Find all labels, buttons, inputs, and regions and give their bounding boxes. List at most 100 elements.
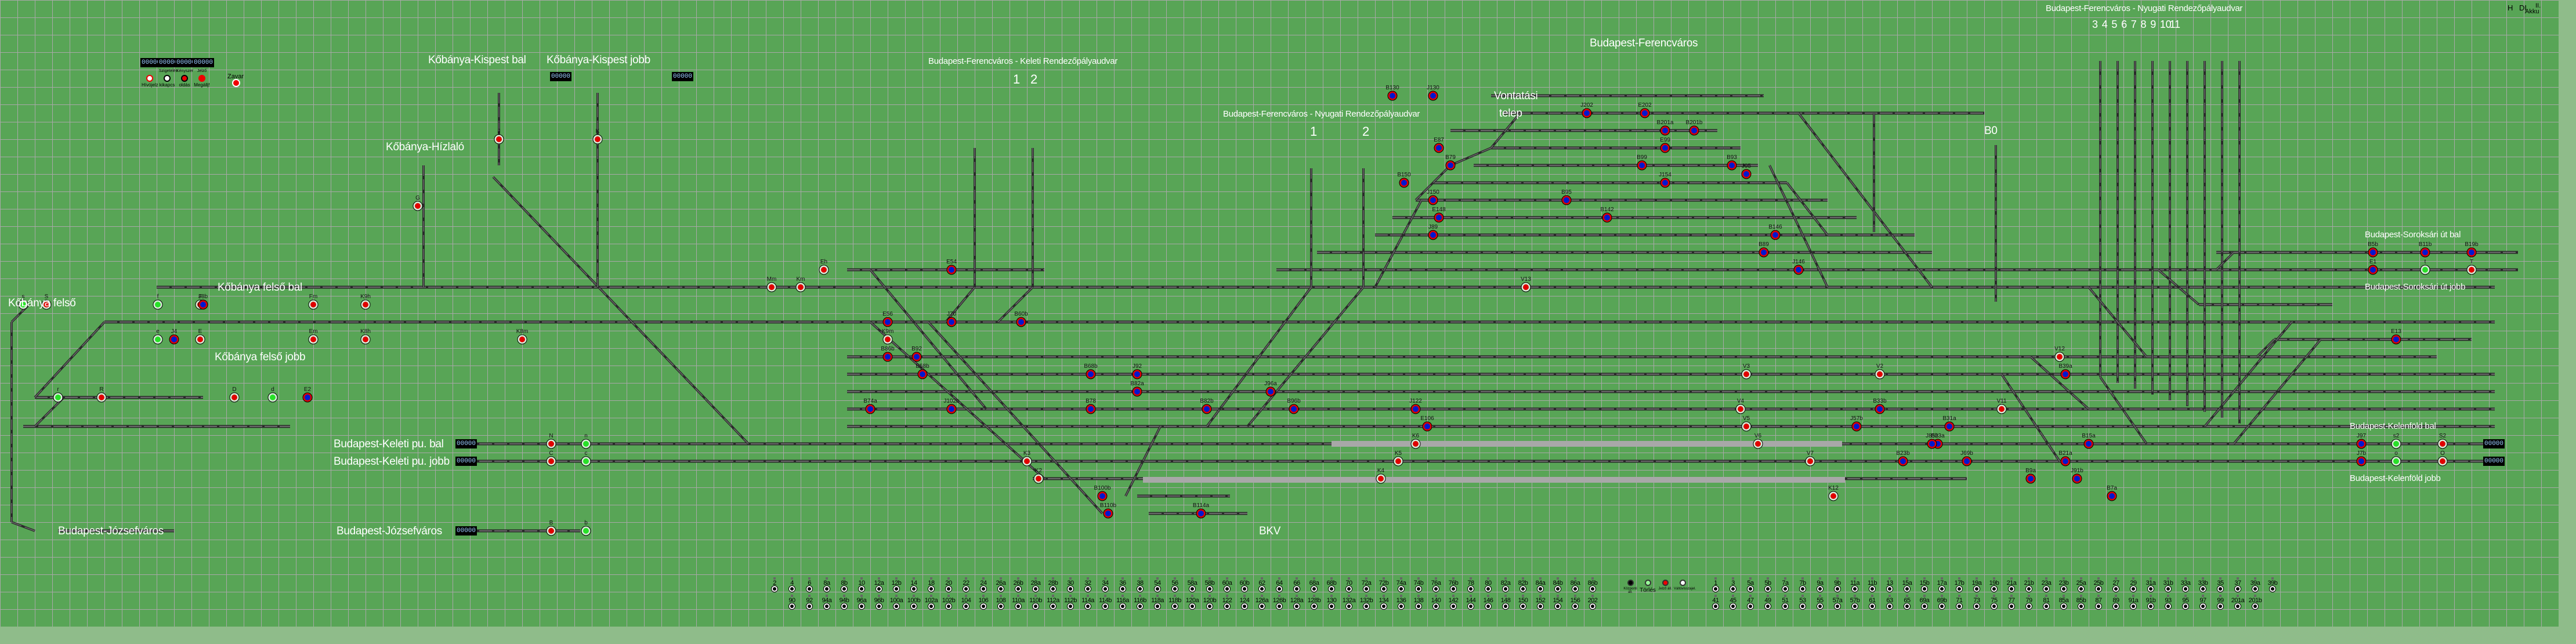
signal-b82b[interactable]: B82b [1200,398,1214,414]
signal-n[interactable]: n [581,433,591,449]
switch-button-81[interactable]: 81 [2038,595,2055,612]
switch-button-5b[interactable]: 5b [1759,577,1777,595]
switch-button-100b[interactable]: 100b [905,595,922,612]
signal-fm[interactable]: Fm [308,294,319,310]
switch-button-132a[interactable]: 132a [1340,595,1358,612]
signal-eh[interactable]: Eh [819,259,829,275]
switch-button-116a[interactable]: 116a [1114,595,1131,612]
signal-j122[interactable]: J122 [1409,398,1422,414]
switch-button-102a[interactable]: 102a [922,595,940,612]
signal-e148[interactable]: E148 [1432,207,1446,223]
central-control-0[interactable]: Központi áll. [1622,578,1639,594]
signal-b96b[interactable]: B96b [1287,398,1301,414]
switch-button-39a[interactable]: 39a [2246,577,2264,595]
switch-button-15a[interactable]: 15a [1898,577,1916,595]
switch-button-104[interactable]: 104 [957,595,975,612]
central-control-3[interactable]: Váltóvisszajel. [1674,578,1696,591]
switch-button-66[interactable]: 66 [1288,577,1305,595]
switch-button-94a[interactable]: 94a [818,595,835,612]
switch-button-74a[interactable]: 74a [1392,577,1410,595]
switch-button-114b[interactable]: 114b [1097,595,1114,612]
switch-button-69b[interactable]: 69b [1933,595,1951,612]
switch-button-53[interactable]: 53 [1794,595,1811,612]
signal-e202[interactable]: E202 [1638,102,1652,118]
signal-k[interactable]: K [592,128,603,144]
signal-g[interactable]: G [413,195,423,211]
switch-button-79[interactable]: 79 [2020,595,2038,612]
signal-b150[interactable]: B150 [1397,172,1411,188]
signal-b78[interactable]: B78 [1086,398,1096,414]
switch-button-6[interactable]: 6 [801,577,818,595]
switch-button-77[interactable]: 77 [2003,595,2020,612]
switch-button-7a[interactable]: 7a [1777,577,1794,595]
signal-c[interactable]: c [581,450,591,466]
signal-b58b[interactable]: B58b [916,363,929,379]
signal-km[interactable]: Km [795,276,806,292]
signal-k12[interactable]: K12 [1828,485,1839,501]
switch-button-126b[interactable]: 126b [1271,595,1288,612]
switch-button-63[interactable]: 63 [1881,595,1898,612]
signal-e1[interactable]: E1 [2368,259,2378,275]
switch-button-26b[interactable]: 26b [1010,577,1027,595]
signal-b9a[interactable]: B9a [2025,468,2036,484]
switch-button-118a[interactable]: 118a [1149,595,1166,612]
switch-button-74b[interactable]: 74b [1410,577,1427,595]
switch-button-120a[interactable]: 120a [1184,595,1201,612]
signal-t[interactable]: t [2420,259,2430,275]
switch-button-64[interactable]: 64 [1271,577,1288,595]
signal-j91b[interactable]: J91b [2071,468,2083,484]
switch-button-150[interactable]: 150 [1514,595,1532,612]
switch-button-108[interactable]: 108 [992,595,1010,612]
signal-mm[interactable]: Mm [766,276,777,292]
signal-v12[interactable]: V12 [2054,346,2065,362]
switch-button-9b[interactable]: 9b [1829,577,1846,595]
switch-button-33b[interactable]: 33b [2194,577,2212,595]
fault-indicator[interactable] [232,79,240,87]
central-control-1[interactable]: Törlés [1639,578,1656,594]
switch-button-34[interactable]: 34 [1097,577,1114,595]
signal-r[interactable]: r [53,386,63,403]
switch-button-96a[interactable]: 96a [853,595,870,612]
switch-button-126a[interactable]: 126a [1253,595,1271,612]
switch-button-13[interactable]: 13 [1881,577,1898,595]
switch-button-201a[interactable]: 201a [2229,595,2246,612]
switch-button-19b[interactable]: 19b [1985,577,2003,595]
signal-b60b[interactable]: B60b [1014,311,1028,327]
signal-j202[interactable]: J202 [1580,102,1593,118]
switch-button-10[interactable]: 10 [853,577,870,595]
switch-button-82a[interactable]: 82a [1497,577,1514,595]
switch-button-17a[interactable]: 17a [1933,577,1951,595]
switch-button-122[interactable]: 122 [1218,595,1236,612]
switch-button-97[interactable]: 97 [2194,595,2212,612]
switch-button-90[interactable]: 90 [783,595,801,612]
switch-button-49[interactable]: 49 [1759,595,1777,612]
switch-button-132b[interactable]: 132b [1358,595,1375,612]
signal-b130[interactable]: B130 [1385,85,1399,101]
switch-button-128a[interactable]: 128a [1288,595,1305,612]
switch-button-73[interactable]: 73 [1968,595,1985,612]
signal-j154[interactable]: J154 [1659,172,1671,188]
signal-e99[interactable]: E99 [1660,137,1670,153]
switch-button-9a[interactable]: 9a [1811,577,1829,595]
signal-t[interactable]: T [2466,259,2477,275]
switch-button-24[interactable]: 24 [975,577,992,595]
switch-button-32[interactable]: 32 [1079,577,1097,595]
switch-button-72b[interactable]: 72b [1375,577,1392,595]
signal-s[interactable]: S [41,294,52,310]
signal-b74a[interactable]: B74a [863,398,877,414]
switch-button-116b[interactable]: 116b [1131,595,1149,612]
switch-button-140[interactable]: 140 [1427,595,1445,612]
signal-k8m[interactable]: K8m [516,328,529,345]
switch-button-110a[interactable]: 110a [1010,595,1027,612]
switch-button-56[interactable]: 56 [1166,577,1184,595]
signal-k6[interactable]: K6 [1410,433,1421,449]
signal-v7[interactable]: V7 [1805,450,1815,466]
switch-button-91b[interactable]: 91b [2142,595,2159,612]
signal-d[interactable]: D [229,386,240,403]
signal-k9h[interactable]: K9h [360,294,371,310]
switch-button-58a[interactable]: 58a [1184,577,1201,595]
signal-b92[interactable]: B92 [911,346,922,362]
switch-button-23a[interactable]: 23a [2038,577,2055,595]
signal-k5[interactable]: K5 [1393,450,1403,466]
signal-d[interactable]: d [267,386,278,403]
